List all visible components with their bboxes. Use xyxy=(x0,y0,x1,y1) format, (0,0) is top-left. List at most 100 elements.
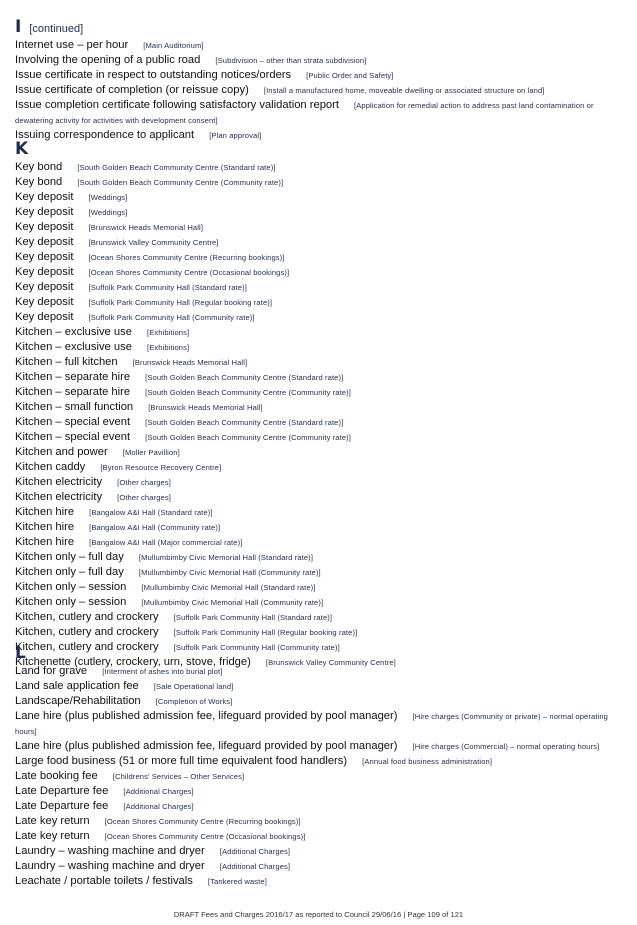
entry-reference: [South Golden Beach Community Centre (St… xyxy=(145,418,344,427)
entry-reference: [Mullumbimby Civic Memorial Hall (Commun… xyxy=(141,598,324,607)
entry-reference: [Public Order and Safety] xyxy=(306,71,394,80)
index-entry: Key deposit [Weddings] xyxy=(15,190,629,205)
index-entry: Involving the opening of a public road [… xyxy=(15,53,629,68)
entry-term: Issuing correspondence to applicant xyxy=(15,129,195,141)
index-entry: Kitchen – special event [South Golden Be… xyxy=(15,415,629,430)
section-letter: L xyxy=(15,643,26,663)
entry-reference: [Brunswick Valley Community Centre] xyxy=(265,658,396,667)
entry-reference: [Main Auditorium] xyxy=(143,41,204,50)
entry-reference: [Byron Resource Recovery Centre] xyxy=(100,463,222,472)
index-entry: Late Departure fee [Additional Charges] xyxy=(15,784,629,799)
index-entry: Kitchen caddy [Byron Resource Recovery C… xyxy=(15,460,629,475)
entry-term: Kitchen electricity xyxy=(15,491,103,503)
index-entry: Kitchen only – session [Mullumbimby Civi… xyxy=(15,580,629,595)
index-entry: Kitchen only – full day [Mullumbimby Civ… xyxy=(15,565,629,580)
entry-reference: [Childrens' Services – Other Services] xyxy=(112,772,245,781)
entry-term: Late Departure fee xyxy=(15,800,109,812)
section-heading: K xyxy=(15,138,629,160)
index-entry: Issuing correspondence to applicant [Pla… xyxy=(15,128,629,143)
entry-reference: [Exhibitions] xyxy=(146,343,190,352)
section-letter: I xyxy=(15,17,22,37)
entry-reference: [Bangalow A&I Hall (Standard rate)] xyxy=(89,508,213,517)
entry-term: Kitchenette (cutlery, crockery, urn, sto… xyxy=(15,656,251,668)
entry-term: Kitchen – special event xyxy=(15,431,131,443)
entry-term: Internet use – per hour xyxy=(15,39,129,51)
entry-term: Kitchen, cutlery and crockery xyxy=(15,641,159,653)
index-entry: Landscape/Rehabilitation [Completion of … xyxy=(15,694,629,709)
entry-term: Key bond xyxy=(15,176,63,188)
entry-term: Kitchen caddy xyxy=(15,461,86,473)
index-entry: Lane hire (plus published admission fee,… xyxy=(15,739,629,754)
index-entry: Issue certificate in respect to outstand… xyxy=(15,68,629,83)
entry-reference: [Brunswick Valley Community Centre] xyxy=(88,238,219,247)
index-entry: Kitchen – exclusive use [Exhibitions] xyxy=(15,340,629,355)
entry-term: Key deposit xyxy=(15,251,74,263)
index-entry: Late key return [Ocean Shores Community … xyxy=(15,814,629,829)
entry-term: Key deposit xyxy=(15,296,74,308)
index-entry: Leachate / portable toilets / festivals … xyxy=(15,874,629,889)
entry-term: Issue certificate of completion (or reis… xyxy=(15,84,249,96)
entry-term: Kitchen only – session xyxy=(15,596,127,608)
entry-term: Kitchen – exclusive use xyxy=(15,341,132,353)
index-entry: Key deposit [Suffolk Park Community Hall… xyxy=(15,280,629,295)
index-entry: Kitchen hire [Bangalow A&I Hall (Standar… xyxy=(15,505,629,520)
index-entry: Kitchen – separate hire [South Golden Be… xyxy=(15,385,629,400)
entry-reference: [Additional Charges] xyxy=(219,862,291,871)
entry-list: Internet use – per hour [Main Auditorium… xyxy=(15,38,629,143)
entry-reference: [South Golden Beach Community Centre (St… xyxy=(77,163,276,172)
entry-reference: [Mullumbimby Civic Memorial Hall (Commun… xyxy=(138,568,321,577)
index-entry: Kitchen hire [Bangalow A&I Hall (Major c… xyxy=(15,535,629,550)
entry-term: Key bond xyxy=(15,161,63,173)
index-entry: Kitchen – special event [South Golden Be… xyxy=(15,430,629,445)
page-footer: DRAFT Fees and Charges 2016/17 as report… xyxy=(173,910,464,919)
index-entry: Key deposit [Brunswick Heads Memorial Ha… xyxy=(15,220,629,235)
entry-term: Kitchen, cutlery and crockery xyxy=(15,611,159,623)
entry-term: Laundry – washing machine and dryer xyxy=(15,860,205,872)
entry-reference: [South Golden Beach Community Centre (Co… xyxy=(145,433,351,442)
index-entry: Key bond [South Golden Beach Community C… xyxy=(15,160,629,175)
index-entry: Laundry – washing machine and dryer [Add… xyxy=(15,844,629,859)
entry-term: Kitchen and power xyxy=(15,446,108,458)
entry-term: Key deposit xyxy=(15,221,74,233)
index-entry: Kitchen, cutlery and crockery [Suffolk P… xyxy=(15,625,629,640)
index-entry: Kitchen electricity [Other charges] xyxy=(15,490,629,505)
index-entry: Late booking fee [Childrens' Services – … xyxy=(15,769,629,784)
entry-reference: [Annual food business administration] xyxy=(362,757,493,766)
index-entry: Land for grave [Interment of ashes into … xyxy=(15,664,629,679)
index-entry: Key deposit [Suffolk Park Community Hall… xyxy=(15,310,629,325)
entry-reference: [South Golden Beach Community Centre (St… xyxy=(145,373,344,382)
entry-reference: [Exhibitions] xyxy=(146,328,190,337)
entry-term: Key deposit xyxy=(15,206,74,218)
index-entry: Large food business (51 or more full tim… xyxy=(15,754,629,769)
index-entry: Kitchen only – full day [Mullumbimby Civ… xyxy=(15,550,629,565)
index-entry: Kitchen – small function [Brunswick Head… xyxy=(15,400,629,415)
entry-term: Lane hire (plus published admission fee,… xyxy=(15,740,398,752)
entry-term: Kitchen only – session xyxy=(15,581,127,593)
index-entry: Kitchen electricity [Other charges] xyxy=(15,475,629,490)
entry-term: Leachate / portable toilets / festivals xyxy=(15,875,193,887)
entry-reference: [Suffolk Park Community Hall (Regular bo… xyxy=(173,628,358,637)
entry-reference: [Ocean Shores Community Centre (Recurrin… xyxy=(88,253,285,262)
index-entry: Kitchenette (cutlery, crockery, urn, sto… xyxy=(15,655,629,670)
index-entry: Kitchen, cutlery and crockery [Suffolk P… xyxy=(15,640,629,655)
entry-term: Land sale application fee xyxy=(15,680,139,692)
entry-term: Key deposit xyxy=(15,236,74,248)
entry-term: Lane hire (plus published admission fee,… xyxy=(15,710,398,722)
entry-reference: [Mullumbimby Civic Memorial Hall (Standa… xyxy=(138,553,314,562)
section-heading: I [continued] xyxy=(15,16,629,38)
entry-term: Key deposit xyxy=(15,266,74,278)
entry-term: Key deposit xyxy=(15,191,74,203)
entry-term: Kitchen – separate hire xyxy=(15,386,131,398)
entry-reference: [Bangalow A&I Hall (Major commercial rat… xyxy=(89,538,243,547)
entry-reference: [Moller Pavillion] xyxy=(122,448,180,457)
entry-term: Large food business (51 or more full tim… xyxy=(15,755,348,767)
index-entry: Kitchen – separate hire [South Golden Be… xyxy=(15,370,629,385)
index-entry: Kitchen, cutlery and crockery [Suffolk P… xyxy=(15,610,629,625)
entry-reference: [Suffolk Park Community Hall (Standard r… xyxy=(88,283,247,292)
entry-term: Involving the opening of a public road xyxy=(15,54,201,66)
entry-term: Kitchen only – full day xyxy=(15,566,124,578)
entry-reference: [Other charges] xyxy=(117,478,171,487)
index-entry: Key deposit [Ocean Shores Community Cent… xyxy=(15,250,629,265)
index-entry: Kitchen and power [Moller Pavillion] xyxy=(15,445,629,460)
entry-reference: [Application for remedial action to addr… xyxy=(15,101,594,125)
